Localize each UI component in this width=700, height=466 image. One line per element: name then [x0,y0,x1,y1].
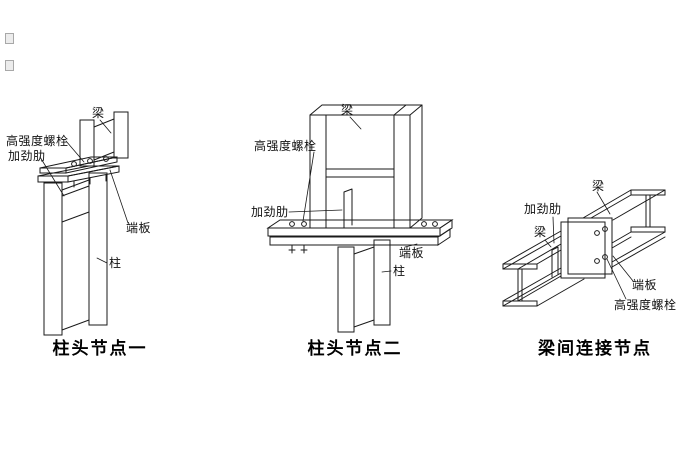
d3-label-bolt: 高强度螺栓 [614,298,677,312]
d2-bolts [288,221,438,254]
d2-caption: 柱头节点二 [307,339,403,359]
d1-column [43,172,108,336]
d3-label-stiffener: 加劲肋 [524,202,562,216]
d3-caption: 梁间连接节点 [538,339,652,359]
d3-beam-right [582,189,666,268]
d3-label-beam-left: 梁 [534,225,547,239]
d1-label-beam: 梁 [92,106,105,120]
d2-label-column: 柱 [393,264,406,278]
d3-label-beam-right: 梁 [592,179,605,193]
d1-end-plate [37,156,120,183]
d3-label-end-plate: 端板 [632,278,658,292]
d1-stiffener [61,185,90,223]
d1-label-end-plate: 端板 [126,221,152,235]
d3-leaders [544,191,634,300]
d1-leaders [39,119,129,264]
d2-label-end-plate: 端板 [399,246,425,260]
d2-column [337,239,391,333]
d1-beam [79,111,129,167]
d2-label-stiffener: 加劲肋 [251,205,289,219]
d1-label-bolt: 高强度螺栓 [6,134,69,148]
d1-label-column: 柱 [109,256,122,270]
d1-label-stiffener: 加劲肋 [8,149,46,163]
d1-caption: 柱头节点一 [52,339,148,359]
d2-end-plate [266,219,454,246]
d3-bolts [594,226,608,264]
d2-label-bolt: 高强度螺栓 [254,139,317,153]
d2-label-beam: 梁 [341,103,354,117]
d1-bolts [71,156,109,188]
d3-stiffener [551,246,559,278]
d2-stiffener [343,188,353,229]
d2-leaders [288,116,418,273]
corner-mark-1 [5,33,14,44]
corner-mark-2 [5,60,14,71]
d2-beam [309,104,423,229]
d3-beam-left [502,230,585,307]
d3-end-plate [560,217,613,279]
